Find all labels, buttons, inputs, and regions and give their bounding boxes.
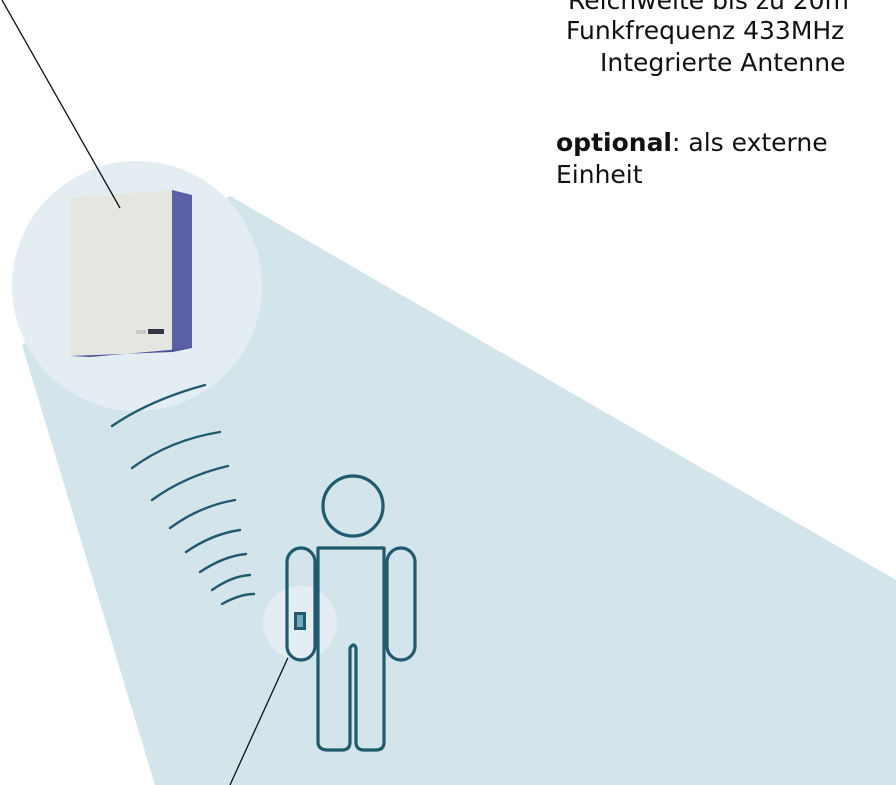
optional-note: optional: als externe xyxy=(556,128,828,158)
spec-range: Reichweite bis zu 20m xyxy=(568,0,849,16)
wall-receiver-icon xyxy=(70,190,192,357)
receiver-leader-line xyxy=(2,0,120,208)
wearable-tag-icon xyxy=(294,612,306,630)
spec-frequency: Funkfrequenz 433MHz xyxy=(566,16,844,46)
optional-note-line2: Einheit xyxy=(556,160,643,190)
spec-antenna: Integrierte Antenne xyxy=(600,48,845,78)
optional-keyword: optional xyxy=(556,128,672,157)
optional-text: : als externe xyxy=(672,128,828,157)
